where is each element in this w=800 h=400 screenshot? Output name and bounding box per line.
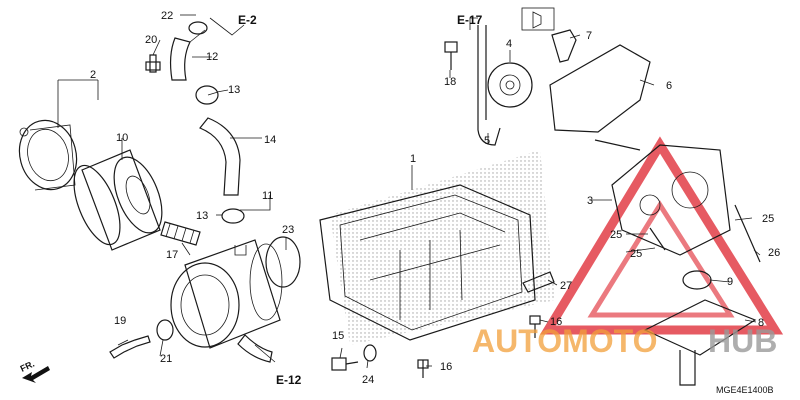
callout-25-right: 25 — [762, 213, 774, 225]
bolt-part-16-bottom — [417, 359, 429, 378]
callout-3: 3 — [587, 195, 593, 207]
chain-part-5 — [477, 25, 501, 146]
arrow-e2 — [209, 17, 245, 36]
bolt-part-18 — [444, 41, 458, 70]
strainer-part-8 — [643, 299, 757, 386]
oil-cooler-part-11 — [170, 239, 283, 363]
callout-box — [521, 7, 555, 31]
callout-13-lower: 13 — [196, 210, 208, 222]
hose-part-14 — [199, 117, 241, 196]
callout-15: 15 — [332, 330, 344, 342]
callout-1: 1 — [410, 153, 416, 165]
callout-5: 5 — [484, 135, 490, 147]
callout-10: 10 — [116, 132, 128, 144]
callout-20: 20 — [145, 34, 157, 46]
strainer-plate-part-6 — [549, 44, 651, 133]
callout-26: 26 — [768, 247, 780, 259]
watermark-text-hub: HUB — [708, 323, 777, 359]
callout-27: 27 — [560, 280, 572, 292]
callout-25-lower: 25 — [630, 248, 642, 260]
front-label: FR. — [19, 359, 36, 374]
filter-ring-part-2 — [18, 119, 78, 191]
callout-7: 7 — [586, 30, 592, 42]
bolt-part-19 — [109, 335, 151, 359]
callout-25-left: 25 — [610, 229, 622, 241]
leader-lines — [57, 14, 761, 369]
sprocket-part-4 — [487, 62, 533, 108]
o-ring-part-23 — [265, 236, 301, 288]
stud-part-17 — [160, 221, 201, 246]
oil-pan-part-1 — [319, 184, 536, 341]
guide-part-7 — [551, 29, 577, 63]
callout-8: 8 — [758, 317, 764, 329]
callout-2: 2 — [90, 69, 96, 81]
callout-21: 21 — [160, 353, 172, 365]
bolt-part-25 — [649, 227, 666, 251]
callout-11: 11 — [262, 190, 273, 202]
oil-pump-part-3 — [594, 139, 731, 256]
callout-16-mid: 16 — [550, 316, 562, 328]
callout-19: 19 — [114, 315, 126, 327]
callout-14: 14 — [264, 134, 276, 146]
catalog-code: MGE4E1400B — [716, 385, 774, 395]
callout-18: 18 — [444, 76, 456, 88]
pipe-part-12 — [169, 21, 208, 81]
front-arrow-icon — [22, 366, 50, 383]
callout-labels: 2 10 11 23 12 13 13 14 1 20 22 3 4 5 6 7… — [90, 10, 780, 386]
callout-4: 4 — [506, 38, 512, 50]
bolt-part-20 — [145, 54, 161, 73]
callout-6: 6 — [666, 80, 672, 92]
bracket-part-27 — [522, 271, 555, 293]
ref-e17: E-17 — [457, 13, 483, 27]
clamp-part-13-upper — [195, 85, 219, 105]
callout-9: 9 — [727, 276, 733, 288]
callout-13-upper: 13 — [228, 84, 240, 96]
shading-pattern — [330, 150, 555, 345]
callout-22: 22 — [161, 10, 173, 22]
bolt-part-26 — [734, 204, 761, 263]
callout-12: 12 — [206, 51, 218, 63]
callout-23: 23 — [282, 224, 294, 236]
callout-24: 24 — [362, 374, 374, 386]
drain-bolt-part-15 — [331, 357, 359, 371]
arrow-e12 — [254, 344, 276, 363]
washer-part-21 — [156, 319, 174, 341]
watermark-triangle — [540, 136, 784, 335]
oil-filter-part-10 — [73, 149, 163, 251]
ref-e12: E-12 — [276, 373, 302, 387]
arrow-e17 — [469, 17, 478, 30]
callout-17: 17 — [166, 249, 178, 261]
callout-16-bottom: 16 — [440, 361, 452, 373]
watermark-text-automoto: AUTOMOTO — [472, 323, 657, 359]
ref-e2: E-2 — [238, 13, 257, 27]
clamp-part-13-lower — [221, 208, 245, 224]
washer-part-24 — [363, 344, 377, 362]
